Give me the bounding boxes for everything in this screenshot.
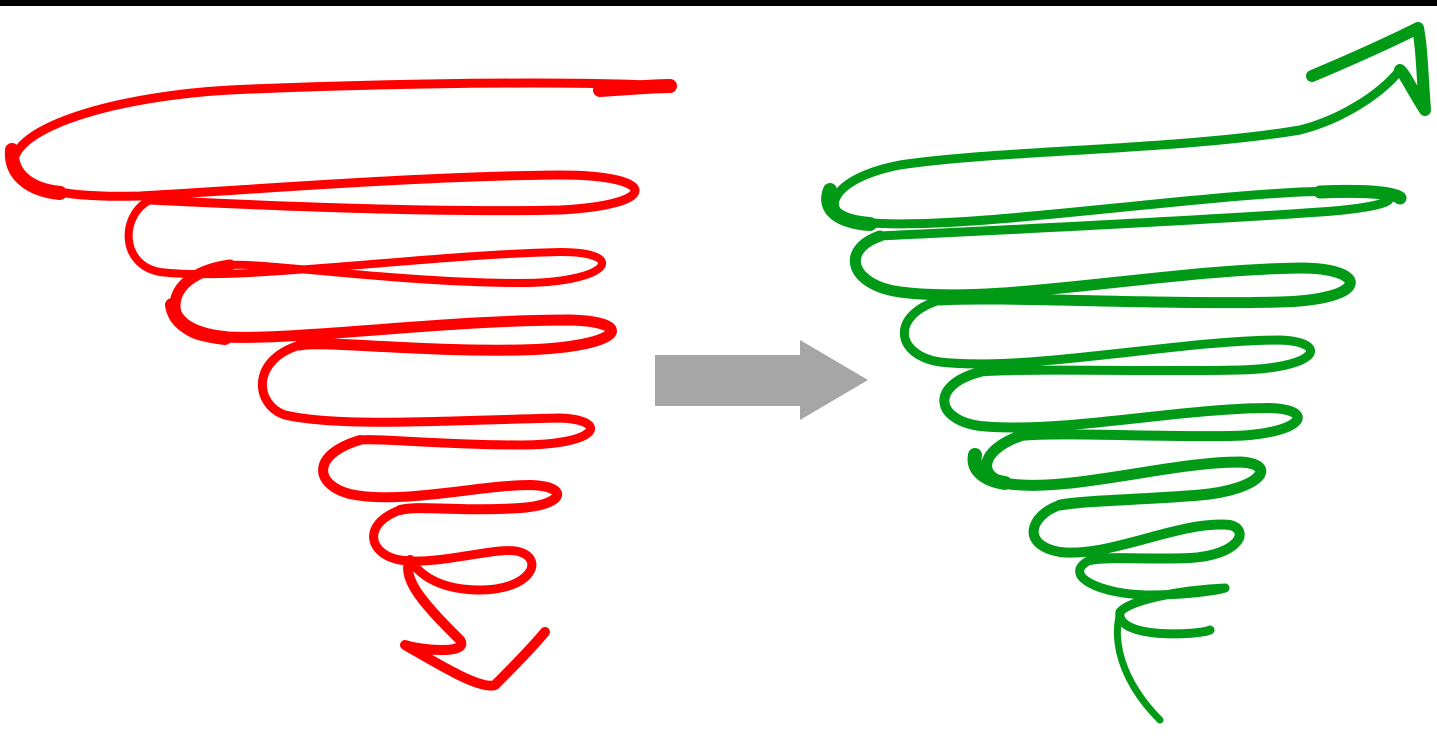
green-loop-6 [1028, 500, 1245, 565]
red-loop-6 [400, 555, 550, 691]
green-accent [821, 183, 877, 231]
green-loop-3 [899, 295, 1315, 377]
green-accent-3 [967, 448, 1012, 490]
green-accent-2 [1313, 184, 1407, 205]
green-loop-7 [1075, 555, 1230, 639]
red-accent-2 [165, 298, 232, 345]
green-top-hook [1306, 22, 1431, 116]
green-tornado-spiral-icon [821, 22, 1431, 724]
green-tail [1113, 608, 1164, 724]
green-spiral-ribbon [821, 22, 1431, 724]
green-loop-5 [981, 430, 1267, 511]
red-loop-3 [258, 340, 595, 450]
arrow-shape [655, 340, 868, 420]
red-loop-5 [369, 505, 537, 595]
red-accent [4, 143, 67, 200]
red-accent-3 [593, 79, 677, 97]
green-loop-1 [829, 65, 1405, 241]
red-loop-4 [318, 435, 563, 515]
green-loop-2 [849, 230, 1356, 309]
red-loop-1b [124, 196, 607, 287]
red-loop-1 [9, 78, 675, 216]
red-tornado-spiral-icon [4, 78, 677, 691]
right-arrow-icon [655, 340, 868, 420]
green-loop-4 [939, 367, 1303, 442]
red-spiral-ribbon [4, 78, 677, 691]
